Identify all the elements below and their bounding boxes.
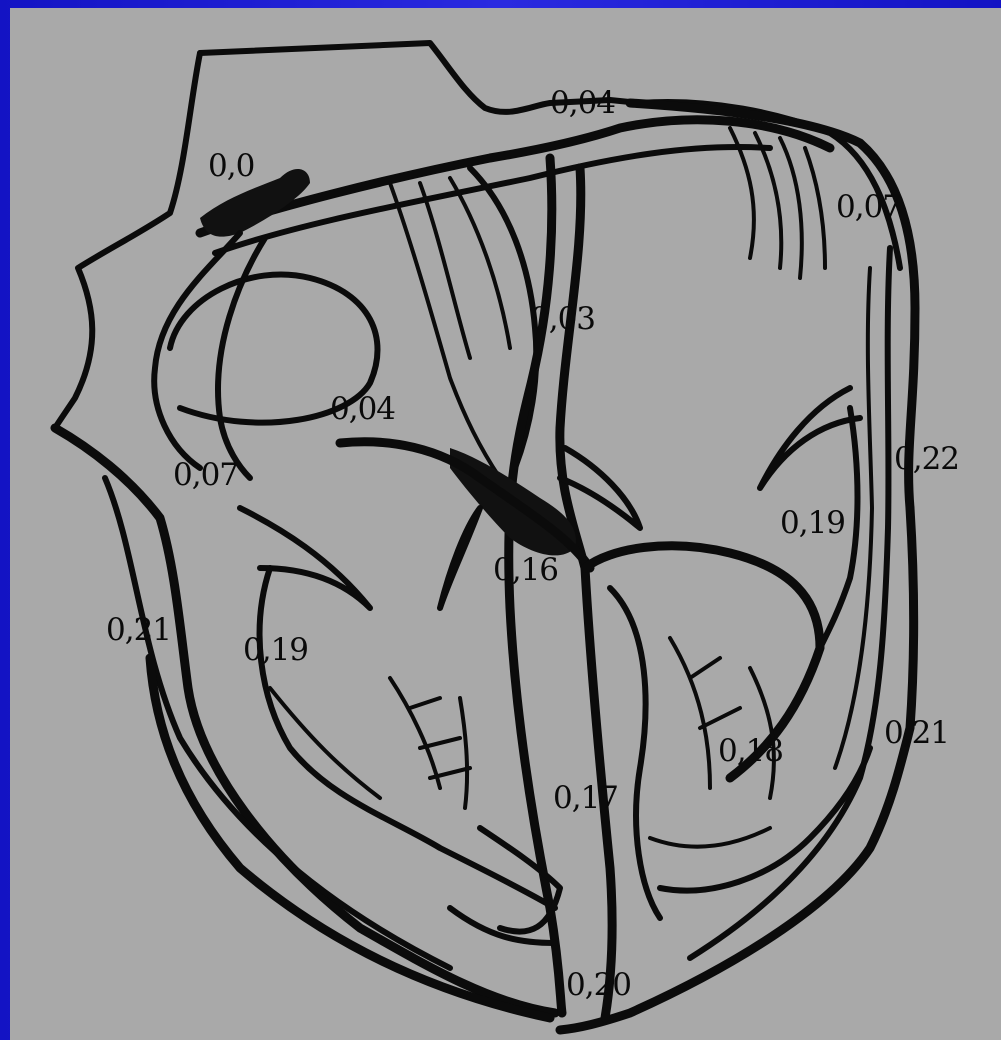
label-left-ventricle: 0,19 — [243, 635, 308, 666]
rv-wall-curve — [610, 588, 660, 918]
label-left-wall: 0,21 — [106, 615, 171, 646]
rv-lower-loops-2 — [650, 828, 770, 847]
label-left-base: 0,07 — [173, 460, 238, 491]
label-right-ventricle: 0,18 — [718, 736, 783, 767]
label-atrium-top: 0,04 — [550, 88, 615, 119]
internodal-3 — [390, 183, 500, 478]
hook-far-right — [760, 388, 860, 488]
label-sa-node: 0,0 — [208, 151, 254, 182]
label-right-branch: 0,19 — [780, 508, 845, 539]
right-inner-wall — [690, 248, 890, 958]
diagram-panel: 0,0 0,04 0,07 0,03 0,04 0,07 0,22 0,19 0… — [10, 8, 1001, 1040]
right-outer-wall — [630, 103, 915, 508]
internodal-4 — [420, 183, 470, 358]
left-atrium-wall — [55, 53, 200, 428]
lv-chamber-curve — [480, 828, 560, 932]
internodal-1 — [154, 233, 240, 468]
label-right-wall-upper: 0,22 — [894, 444, 959, 475]
rv-bundle — [585, 546, 820, 778]
label-right-wall-lower: 0,21 — [884, 718, 949, 749]
lv-purkinje-2 — [390, 678, 470, 788]
label-septum-lower: 0,17 — [553, 783, 618, 814]
hook-mid — [440, 508, 480, 608]
label-atrium-right: 0,07 — [836, 192, 901, 223]
heart-conduction-diagram — [10, 8, 1001, 1040]
label-av-node: 0,04 — [330, 394, 395, 425]
hook-left — [240, 508, 370, 608]
top-right-fan — [730, 128, 825, 278]
label-septum-upper: 0,03 — [530, 304, 595, 335]
lv-purkinje-3 — [460, 698, 467, 808]
septum-right — [560, 168, 612, 1018]
label-apex: 0,20 — [566, 970, 631, 1001]
label-his-bundle: 0,16 — [493, 555, 558, 586]
